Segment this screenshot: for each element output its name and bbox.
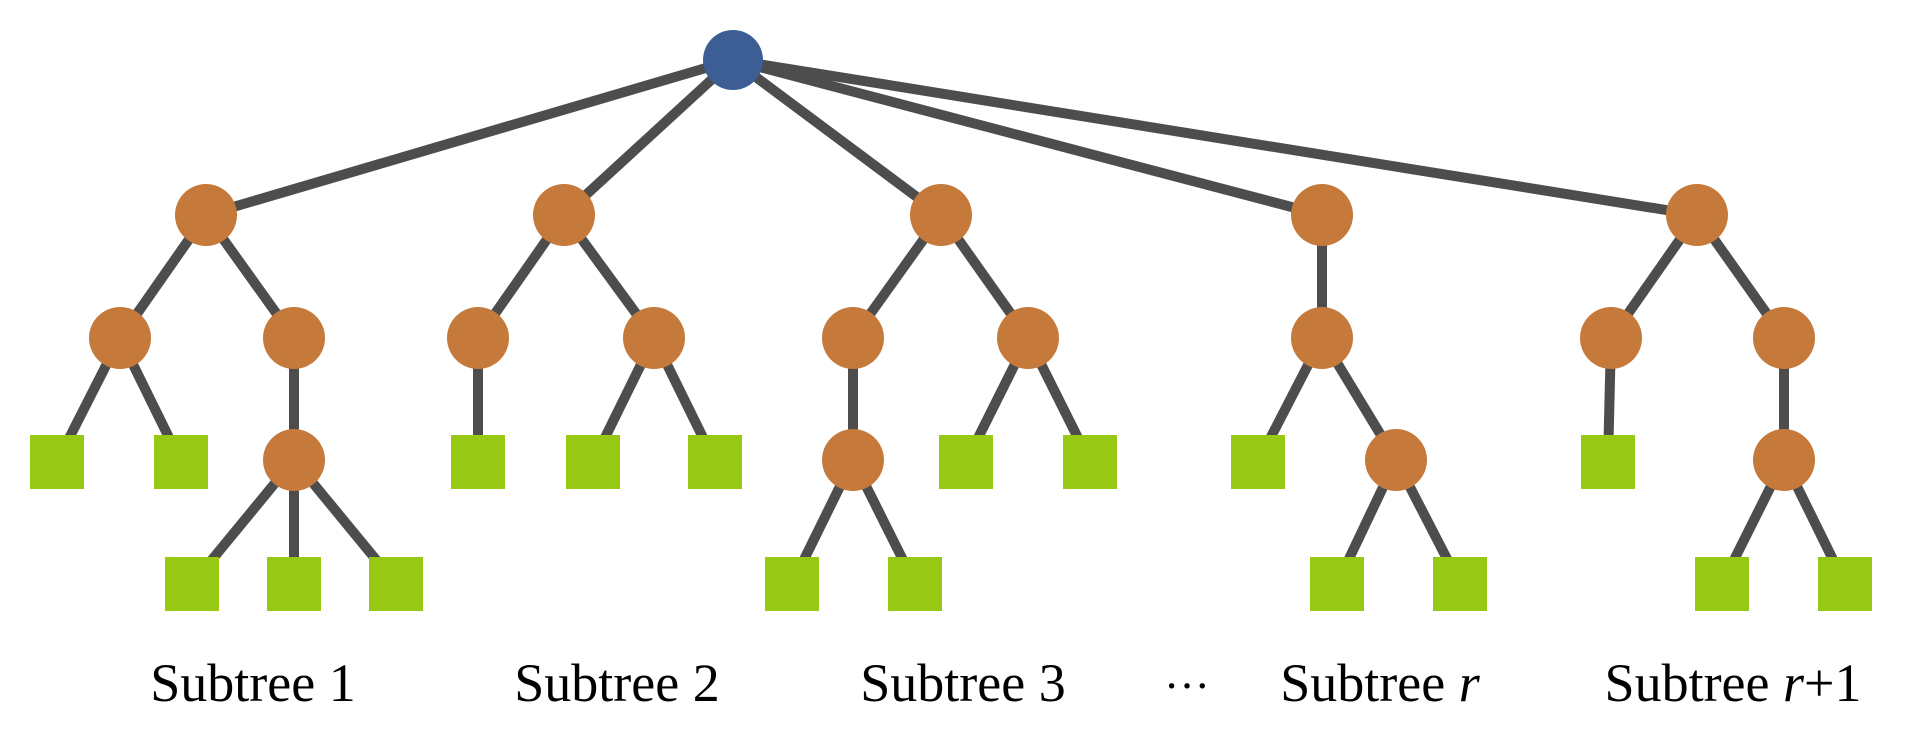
subtree-r1-inner-node (1753, 429, 1815, 491)
subtree1-leaf-1 (30, 435, 84, 489)
subtree-r1-left-node (1580, 307, 1642, 369)
tree-edge-root-s2 (560, 56, 737, 219)
subtree2-leaf-2 (566, 435, 620, 489)
subtree3-inner-node (822, 429, 884, 491)
subtree2-leaf-3 (688, 435, 742, 489)
subtree3-right-node (997, 307, 1059, 369)
subtree-r1-leaf-2 (1695, 557, 1749, 611)
tree-edge-root-sp (732, 55, 1698, 220)
subtree3-leaf-3 (939, 435, 993, 489)
subtree1-right-node (263, 307, 325, 369)
subtree3-leaf-4 (1063, 435, 1117, 489)
subtree2-leaf-1 (451, 435, 505, 489)
labels-layer: Subtree 1 Subtree 2 Subtree 3 ··· Subtree r S… (150, 653, 1861, 713)
subtree-r-root-node (1291, 184, 1353, 246)
subtree-r-leaf-2 (1310, 557, 1364, 611)
subtree-r1-right-node (1753, 307, 1815, 369)
subtree-r-leaf-1 (1231, 435, 1285, 489)
ellipsis-label: ··· (1164, 660, 1210, 711)
tree-edge-root-s1 (204, 55, 735, 220)
subtree-1-label: Subtree 1 (150, 653, 355, 713)
subtree3-root-node (910, 184, 972, 246)
subtree1-inner-node (263, 429, 325, 491)
tree-edge-root-sr (731, 55, 1324, 220)
subtree-3-label: Subtree 3 (860, 653, 1065, 713)
root-node (703, 30, 763, 90)
subtree1-left-node (89, 307, 151, 369)
subtree1-leaf-3 (165, 557, 219, 611)
subtree1-root-node (175, 184, 237, 246)
subtree-r1-leaf-3 (1818, 557, 1872, 611)
subtree-2-label: Subtree 2 (514, 653, 719, 713)
subtree3-leaf-1 (765, 557, 819, 611)
subtree2-root-node (533, 184, 595, 246)
nodes-layer (30, 30, 1872, 611)
subtree-r-mid-node (1291, 307, 1353, 369)
tree-edge-root-s3 (730, 55, 944, 220)
subtree-r1-root-node (1666, 184, 1728, 246)
subtree1-leaf-2 (154, 435, 208, 489)
subtree-r-inner-node (1365, 429, 1427, 491)
subtree3-leaf-2 (888, 557, 942, 611)
subtree1-leaf-5 (369, 557, 423, 611)
subtree1-leaf-4 (267, 557, 321, 611)
subtree-r1-label: Subtree r+1 (1605, 653, 1862, 713)
subtree-r-leaf-3 (1433, 557, 1487, 611)
subtree2-right-node (623, 307, 685, 369)
subtree3-left-node (822, 307, 884, 369)
subtree2-left-node (447, 307, 509, 369)
edges-layer (52, 55, 1850, 588)
subtree-r-label: Subtree r (1280, 653, 1480, 713)
subtree-r1-leaf-1 (1581, 435, 1635, 489)
